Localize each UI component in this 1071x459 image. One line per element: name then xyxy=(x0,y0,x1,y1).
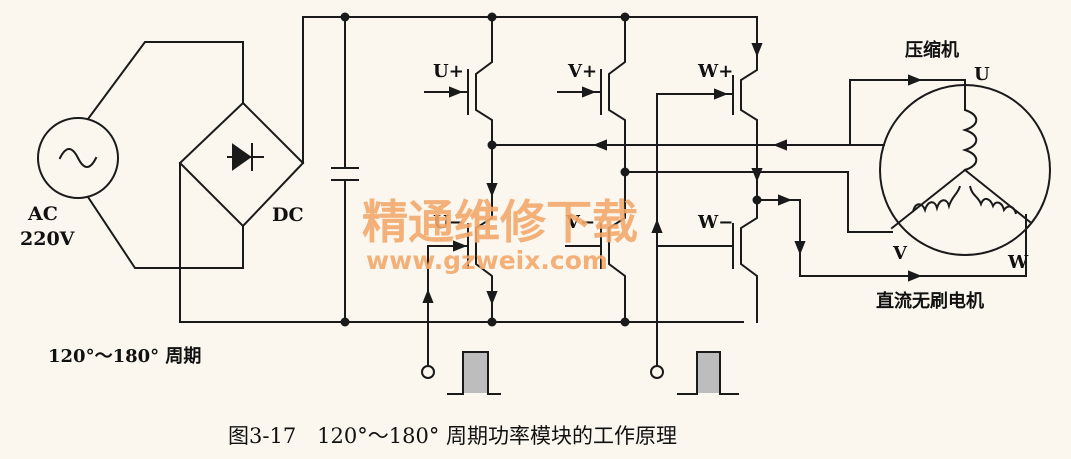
label-v-plus: V+ xyxy=(567,61,597,82)
transistor-v-plus-icon xyxy=(557,16,626,173)
label-v-minus: V− xyxy=(565,212,595,233)
transistor-v-minus-icon xyxy=(565,171,626,323)
motor-title: 压缩机 xyxy=(905,39,959,61)
figure-caption: 图3-17 120°～180° 周期功率模块的工作原理 xyxy=(228,424,677,448)
motor-icon xyxy=(879,84,1051,256)
dc-label: DC xyxy=(272,204,304,226)
voltage-label: 220V xyxy=(20,228,76,250)
label-u-plus: U+ xyxy=(433,61,464,82)
motor-type-label: 直流无刷电机 xyxy=(876,290,984,312)
watermark-text: 精通维修下载 xyxy=(362,195,638,249)
bridge-rectifier xyxy=(178,101,305,228)
motor-phase-w: W xyxy=(1007,252,1029,273)
label-w-plus: W+ xyxy=(697,61,733,82)
label-w-minus: W− xyxy=(697,212,733,233)
watermark-url: www.gzweix.com xyxy=(366,246,608,275)
motor-phase-u: U xyxy=(974,64,990,85)
ac-source-icon xyxy=(37,117,119,199)
period-note: 120°～180° 周期 xyxy=(48,346,201,367)
motor-phase-v: V xyxy=(892,243,908,264)
dc-capacitor-icon xyxy=(331,16,359,323)
ac-label: AC xyxy=(27,203,58,225)
transistor-w-minus-icon xyxy=(699,199,758,323)
label-u-minus: U− xyxy=(433,212,464,233)
